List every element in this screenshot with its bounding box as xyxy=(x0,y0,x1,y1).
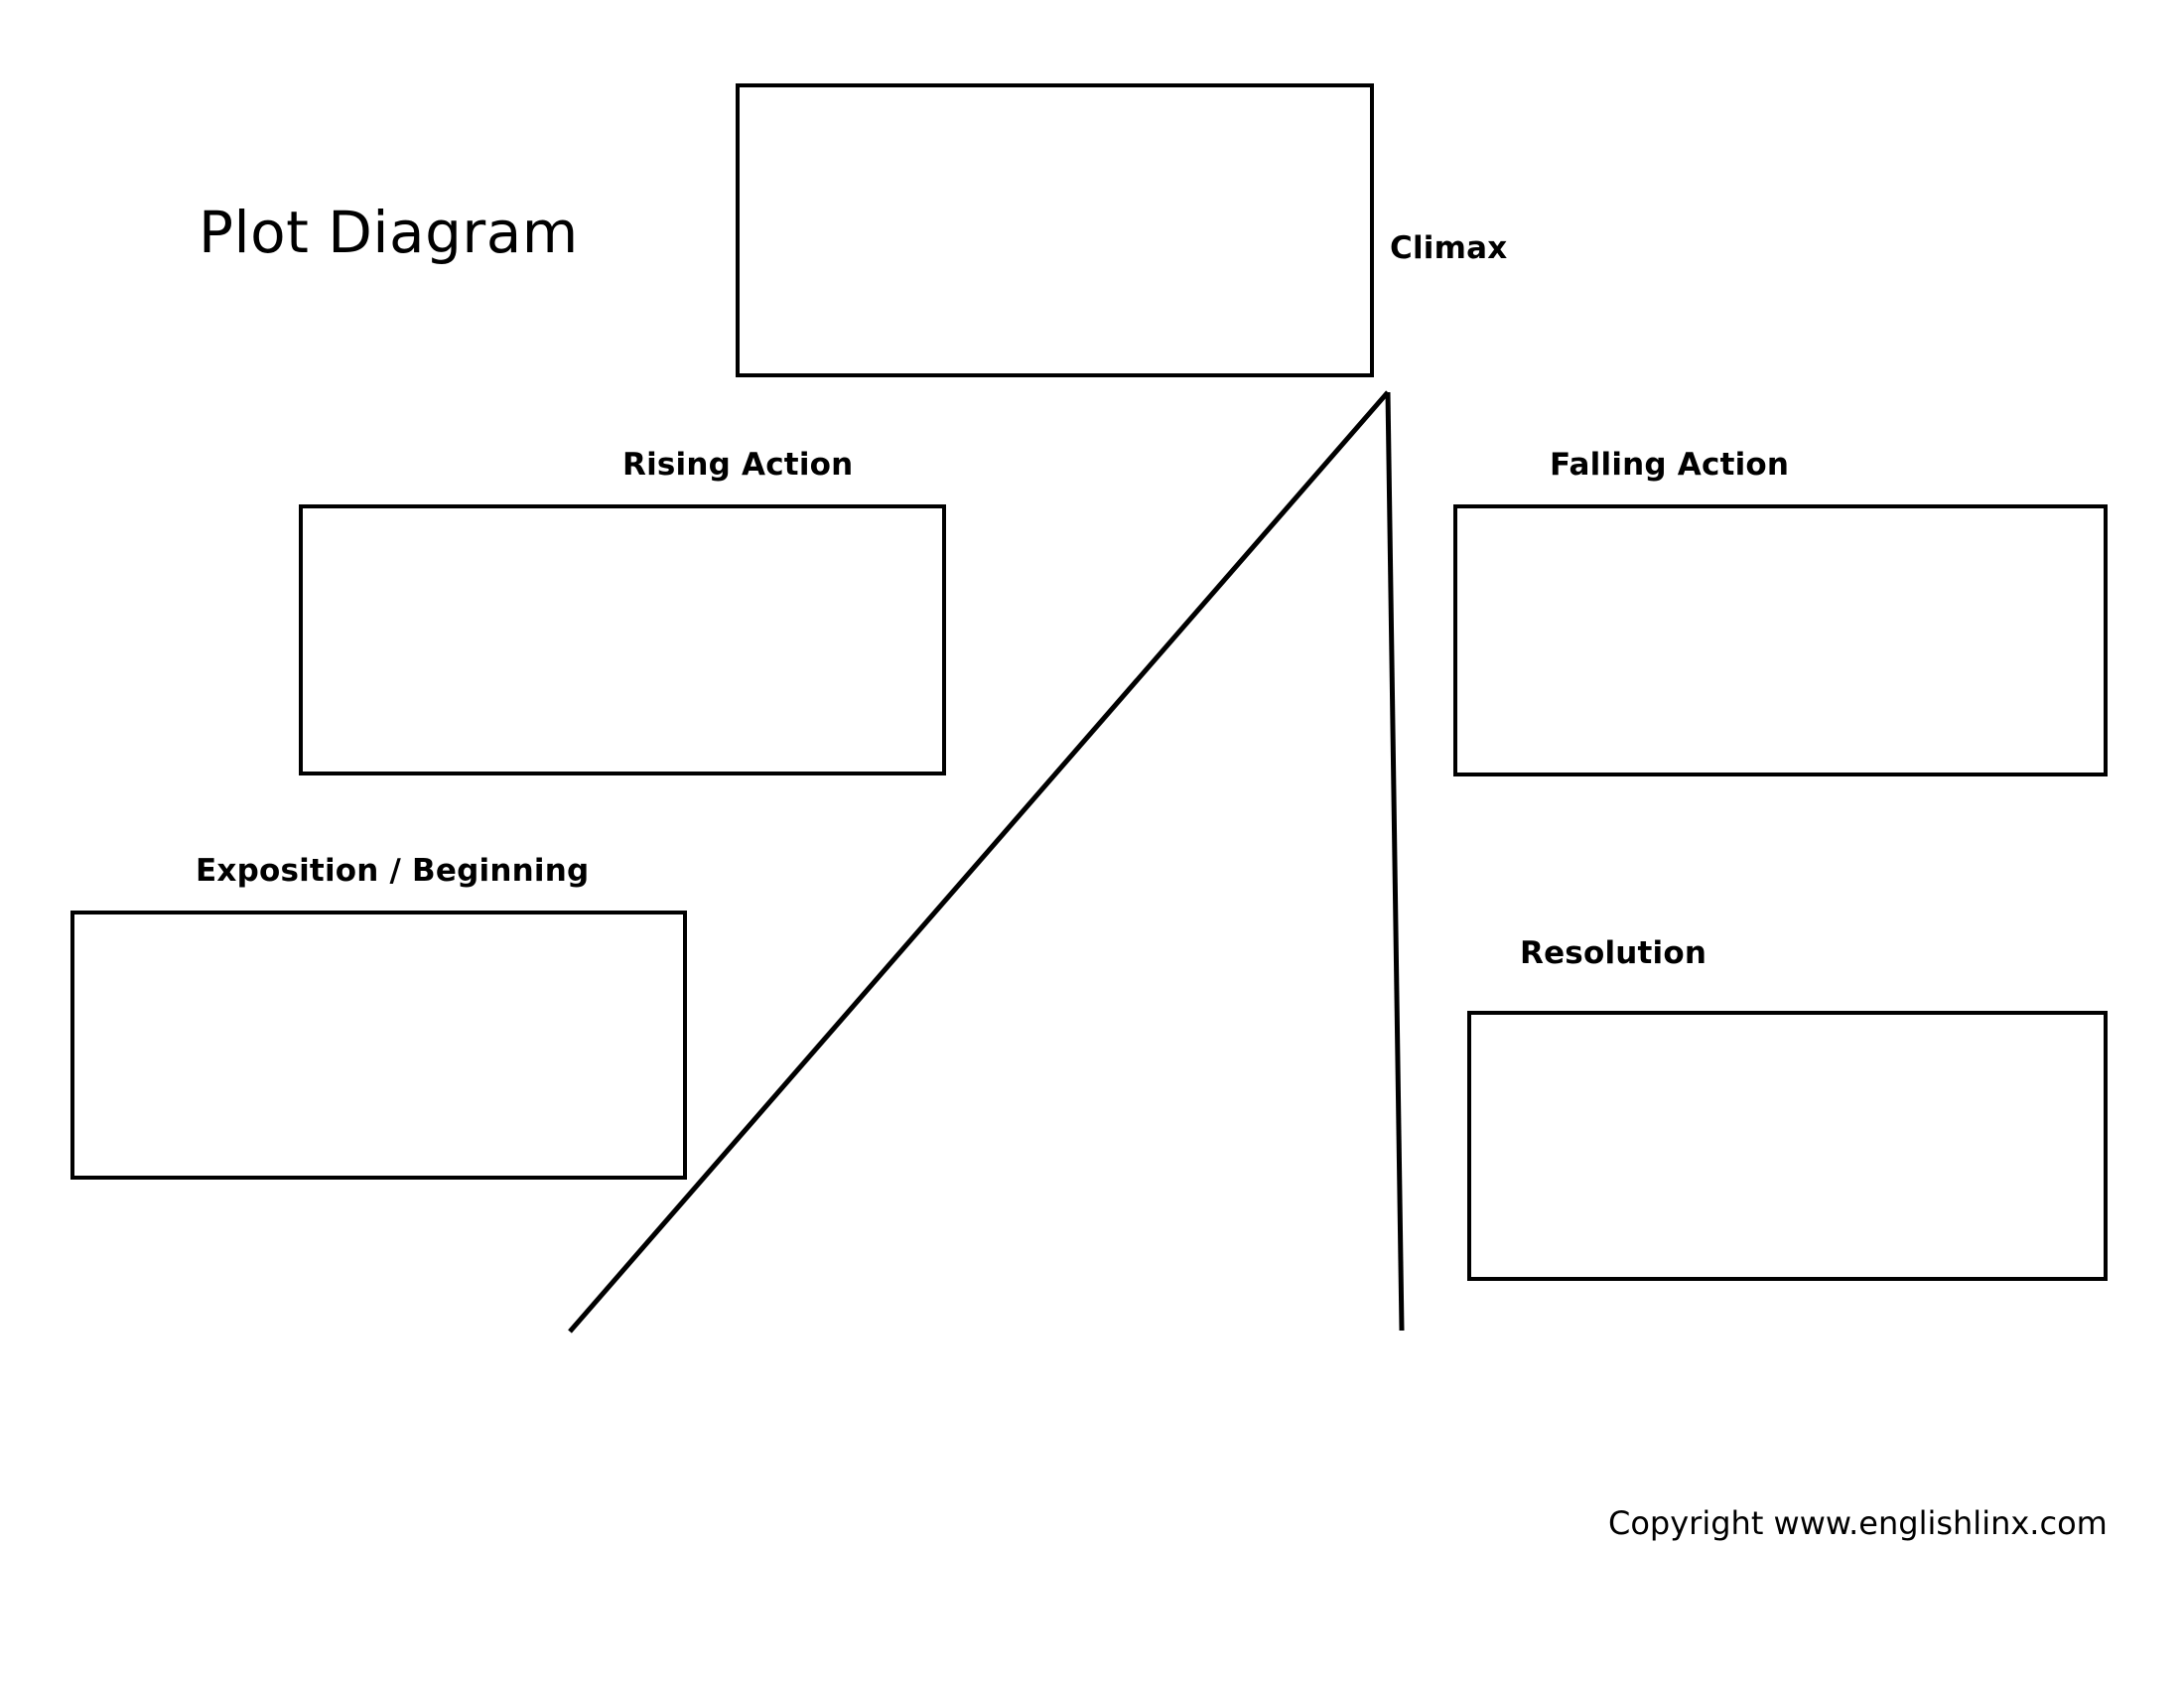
answer-box-climax[interactable] xyxy=(736,83,1374,377)
stage-label-rising-action: Rising Action xyxy=(622,447,854,483)
falling-action-line xyxy=(1385,391,1405,1332)
stage-label-exposition: Exposition / Beginning xyxy=(196,853,590,889)
stage-label-climax: Climax xyxy=(1390,230,1508,266)
copyright-notice: Copyright www.englishlinx.com xyxy=(1608,1504,2108,1542)
answer-box-rising-action[interactable] xyxy=(299,504,946,775)
answer-box-resolution[interactable] xyxy=(1467,1011,2108,1281)
stage-label-resolution: Resolution xyxy=(1520,935,1707,971)
answer-box-exposition[interactable] xyxy=(70,911,687,1180)
page-title: Plot Diagram xyxy=(199,199,579,266)
answer-box-falling-action[interactable] xyxy=(1453,504,2108,776)
stage-label-falling-action: Falling Action xyxy=(1550,447,1790,483)
